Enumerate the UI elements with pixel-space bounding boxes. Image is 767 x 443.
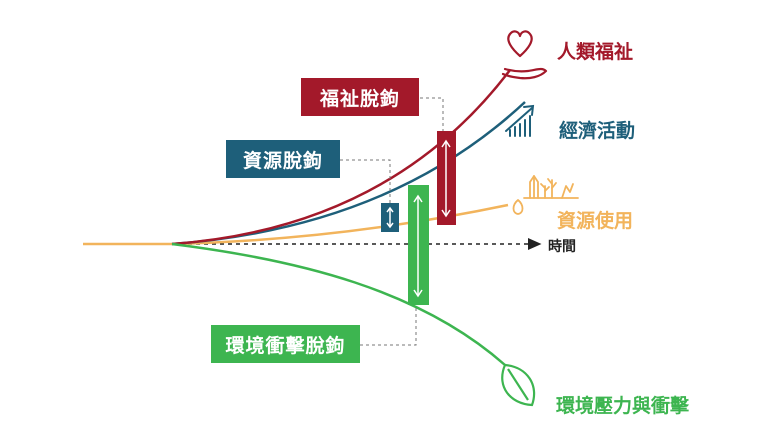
impact-leader-line xyxy=(360,305,417,346)
environmental-impact-curve xyxy=(171,242,506,366)
time-axis-label: 時間 xyxy=(548,239,576,255)
welfare-decoupling-arrow-icon xyxy=(441,139,451,218)
heart-hand-icon xyxy=(501,30,548,80)
environmental-pressure-label: 環境壓力與衝擊 xyxy=(556,395,690,417)
resource-use-label: 資源使用 xyxy=(557,210,634,232)
economic-activity-label: 經濟活動 xyxy=(559,120,636,142)
leaf-icon xyxy=(501,363,536,407)
impact-decoupling-arrow-icon xyxy=(413,194,423,298)
economic-activity-curve xyxy=(171,101,526,246)
wellbeing-curve xyxy=(171,69,511,246)
resource-decoupling-arrow-icon xyxy=(386,206,394,229)
welfare-decoupling-box: 福祉脫鉤 xyxy=(301,78,419,116)
wellbeing-label: 人類福祉 xyxy=(557,41,634,63)
welfare-leader-line xyxy=(420,97,444,131)
resource-use-curve xyxy=(171,203,509,246)
impact-decoupling-box: 環境衝擊脫鉤 xyxy=(211,325,360,363)
resource-decoupling-box: 資源脫鉤 xyxy=(226,140,340,178)
resource-leader-line xyxy=(340,159,391,203)
rising-bars-icon xyxy=(505,104,535,137)
plant-sprout-icon xyxy=(512,175,579,215)
